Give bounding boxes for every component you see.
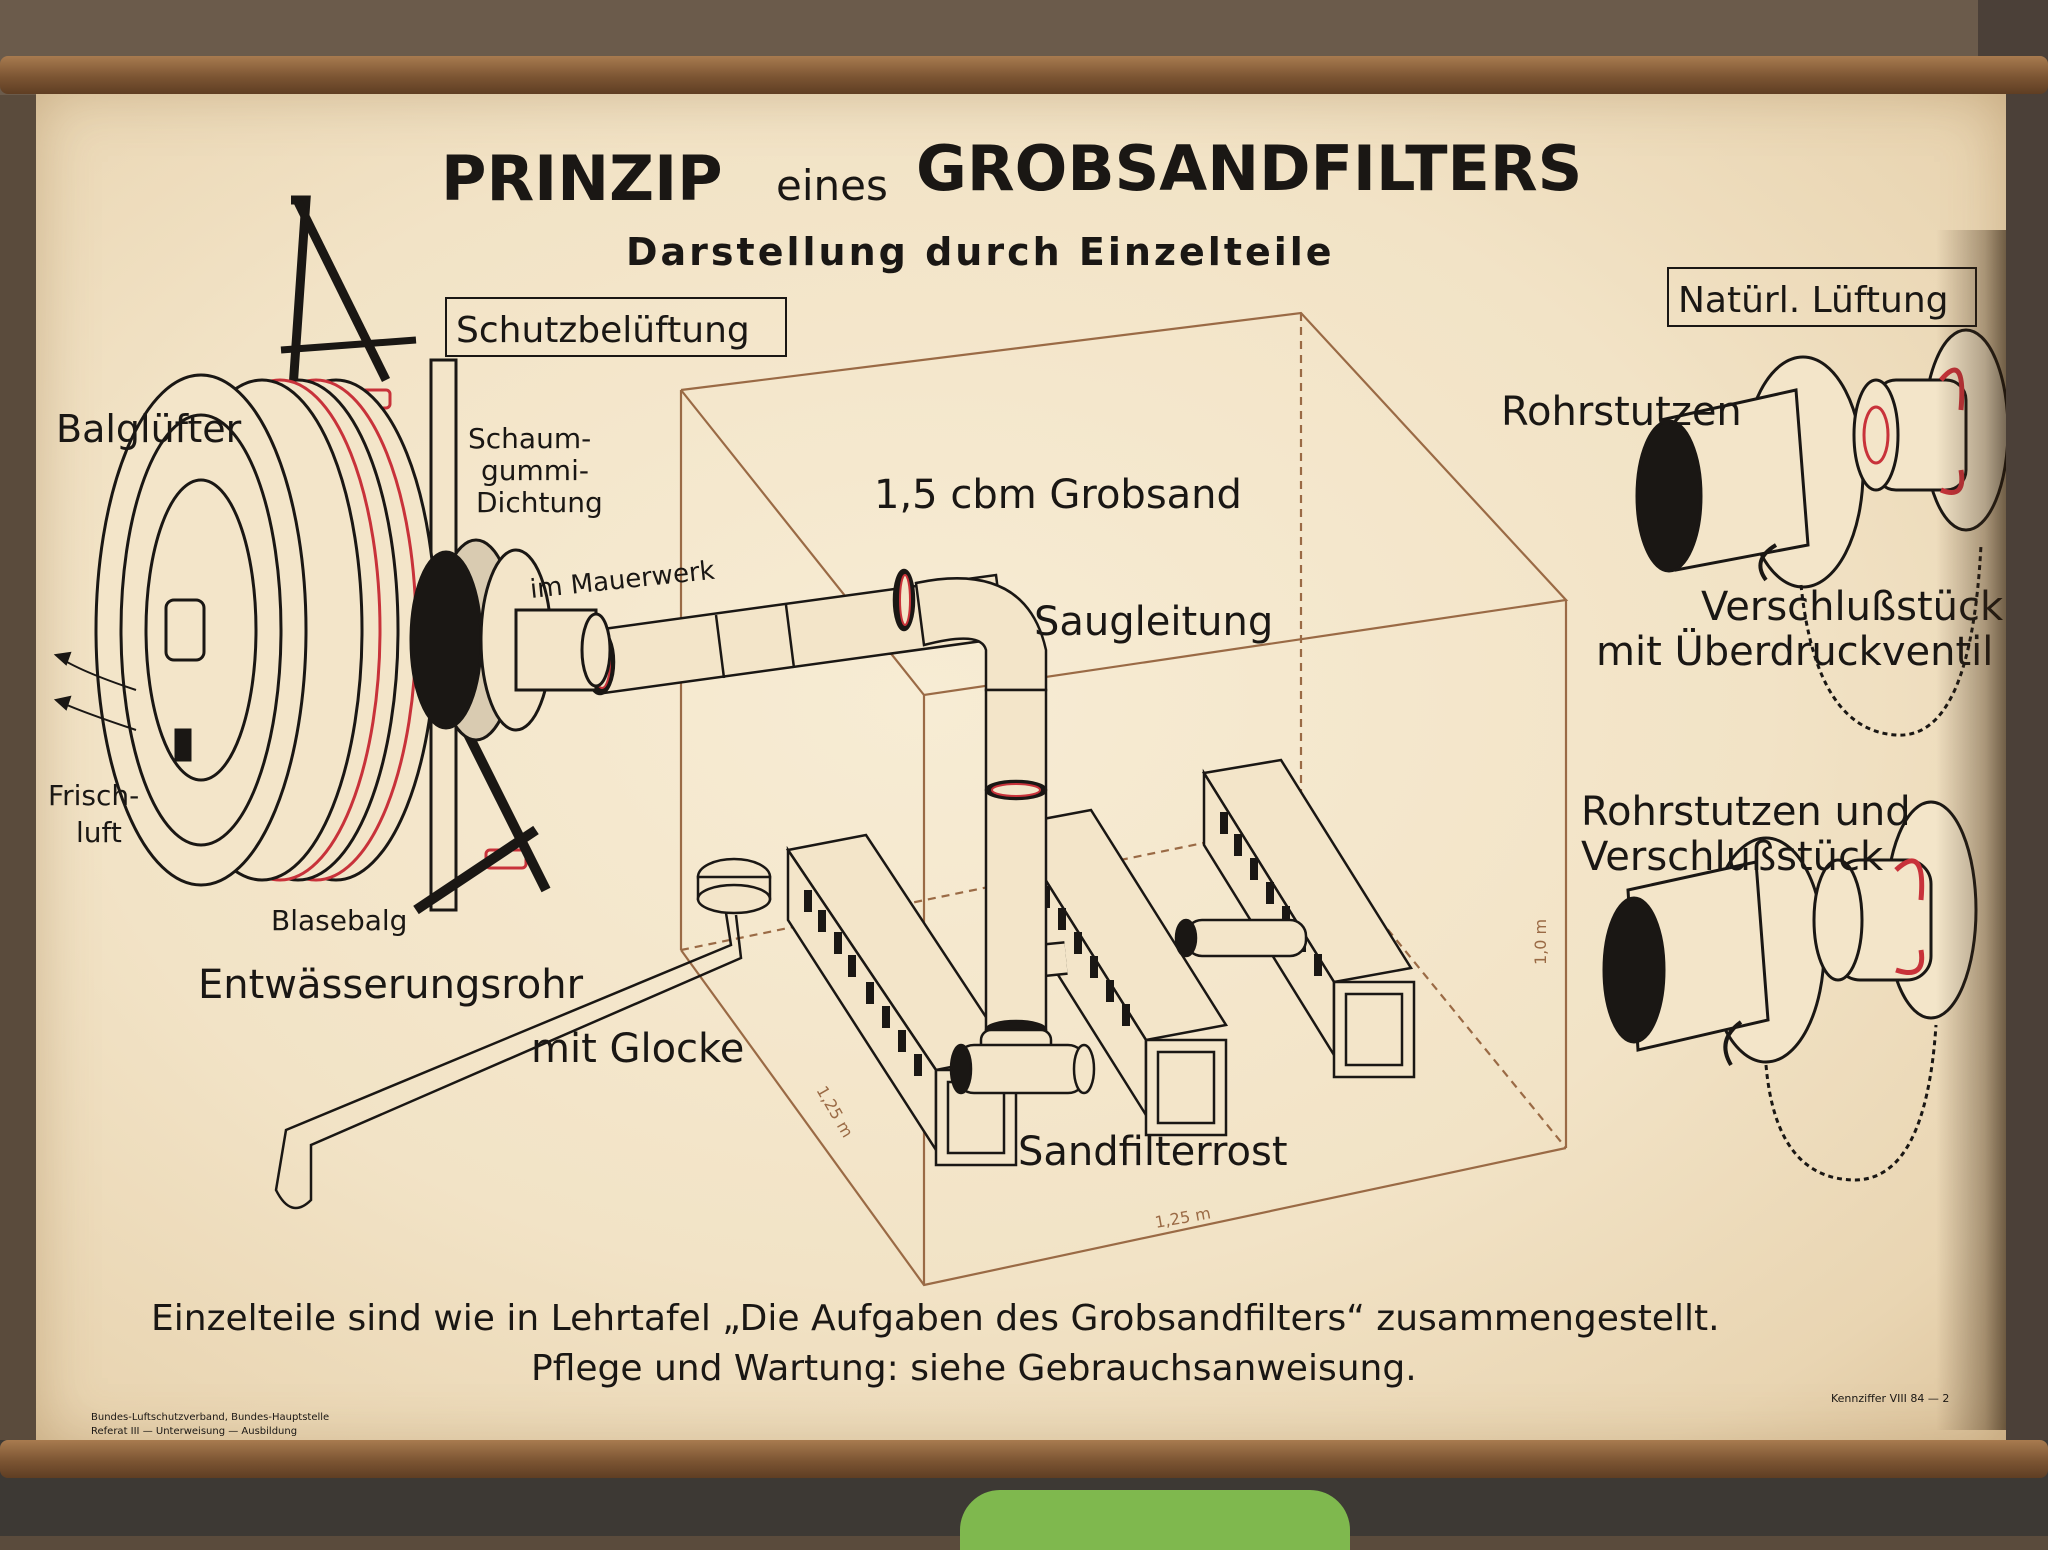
dim-width-label: 1,25 m [1153, 1203, 1212, 1231]
label-saugleitung: Saugleitung [1034, 599, 1273, 645]
green-chair-seat [960, 1490, 1350, 1550]
chains [1764, 544, 1983, 1182]
footer-line-2: Pflege und Wartung: siehe Gebrauchsanwei… [531, 1348, 1417, 1389]
label-frisch-2: luft [76, 816, 122, 849]
label-schaum-1: Schaum- [468, 422, 591, 455]
wooden-rod-bottom [0, 1440, 2048, 1478]
wooden-rod-top [0, 56, 2048, 94]
label-rohrstutzen-und: Rohrstutzen und [1581, 789, 1911, 835]
label-entwaesserung: Entwässerungsrohr [198, 962, 584, 1008]
title-eines: eines [776, 161, 888, 210]
label-blasebalg: Blasebalg [271, 904, 407, 937]
title-block: PRINZIP eines GROBSANDFILTERS Darstellun… [441, 132, 1582, 274]
paper-stain [1936, 230, 2006, 1430]
diagram-canvas: PRINZIP eines GROBSANDFILTERS Darstellun… [48, 132, 2010, 1437]
dim-height-label: 1,0 m [1531, 919, 1550, 965]
title-grobsandfilters: GROBSANDFILTERS [916, 132, 1582, 205]
fresh-air-arrows [53, 651, 137, 731]
footer-code: Kennziffer VIII 84 — 2 [1831, 1392, 1949, 1405]
label-verschluss-2: mit Überdruckventil [1596, 627, 1993, 675]
label-balgluefter: Balglüfter [56, 407, 242, 451]
section-natuerl-lueftung: Natürl. Lüftung [1667, 267, 1977, 327]
footer: Einzelteile sind wie in Lehrtafel „Die A… [91, 1298, 1949, 1437]
section-label-schutzbelueftung: Schutzbelüftung [456, 310, 750, 351]
dim-depth-label: 1,25 m [813, 1083, 858, 1141]
labels: Balglüfter Schaum- gummi- Dichtung im Ma… [48, 389, 2004, 1175]
label-im-mauerwerk: im Mauerwerk [529, 556, 716, 605]
subtitle: Darstellung durch Einzelteile [626, 230, 1335, 274]
footer-line-1: Einzelteile sind wie in Lehrtafel „Die A… [151, 1298, 1720, 1339]
label-schaum-3: Dichtung [476, 486, 603, 519]
footer-publisher-2: Referat III — Unterweisung — Ausbildung [91, 1426, 297, 1437]
title-prinzip: PRINZIP [441, 142, 723, 215]
label-sandfilterrost: Sandfilterrost [1018, 1129, 1288, 1175]
wall-chart-poster: PRINZIP eines GROBSANDFILTERS Darstellun… [36, 90, 2010, 1450]
label-schaum-2: gummi- [481, 454, 589, 487]
label-grobsand: 1,5 cbm Grobsand [874, 472, 1242, 518]
label-rohrstutzen: Rohrstutzen [1501, 389, 1742, 435]
drain-pipe [274, 857, 772, 1210]
footer-publisher-1: Bundes-Luftschutzverband, Bundes-Hauptst… [91, 1412, 329, 1423]
bellows-ventilator [94, 195, 612, 915]
natural-vent-parts [1602, 328, 2010, 1067]
label-verschluss-only: Verschlußstück [1581, 834, 1884, 880]
section-schutzbelueftung: Schutzbelüftung [445, 297, 787, 357]
suction-pipe [584, 568, 1096, 1095]
label-mit-glocke: mit Glocke [531, 1026, 744, 1072]
label-frisch-1: Frisch- [48, 779, 139, 812]
section-label-natuerl-lueftung: Natürl. Lüftung [1678, 280, 1949, 321]
